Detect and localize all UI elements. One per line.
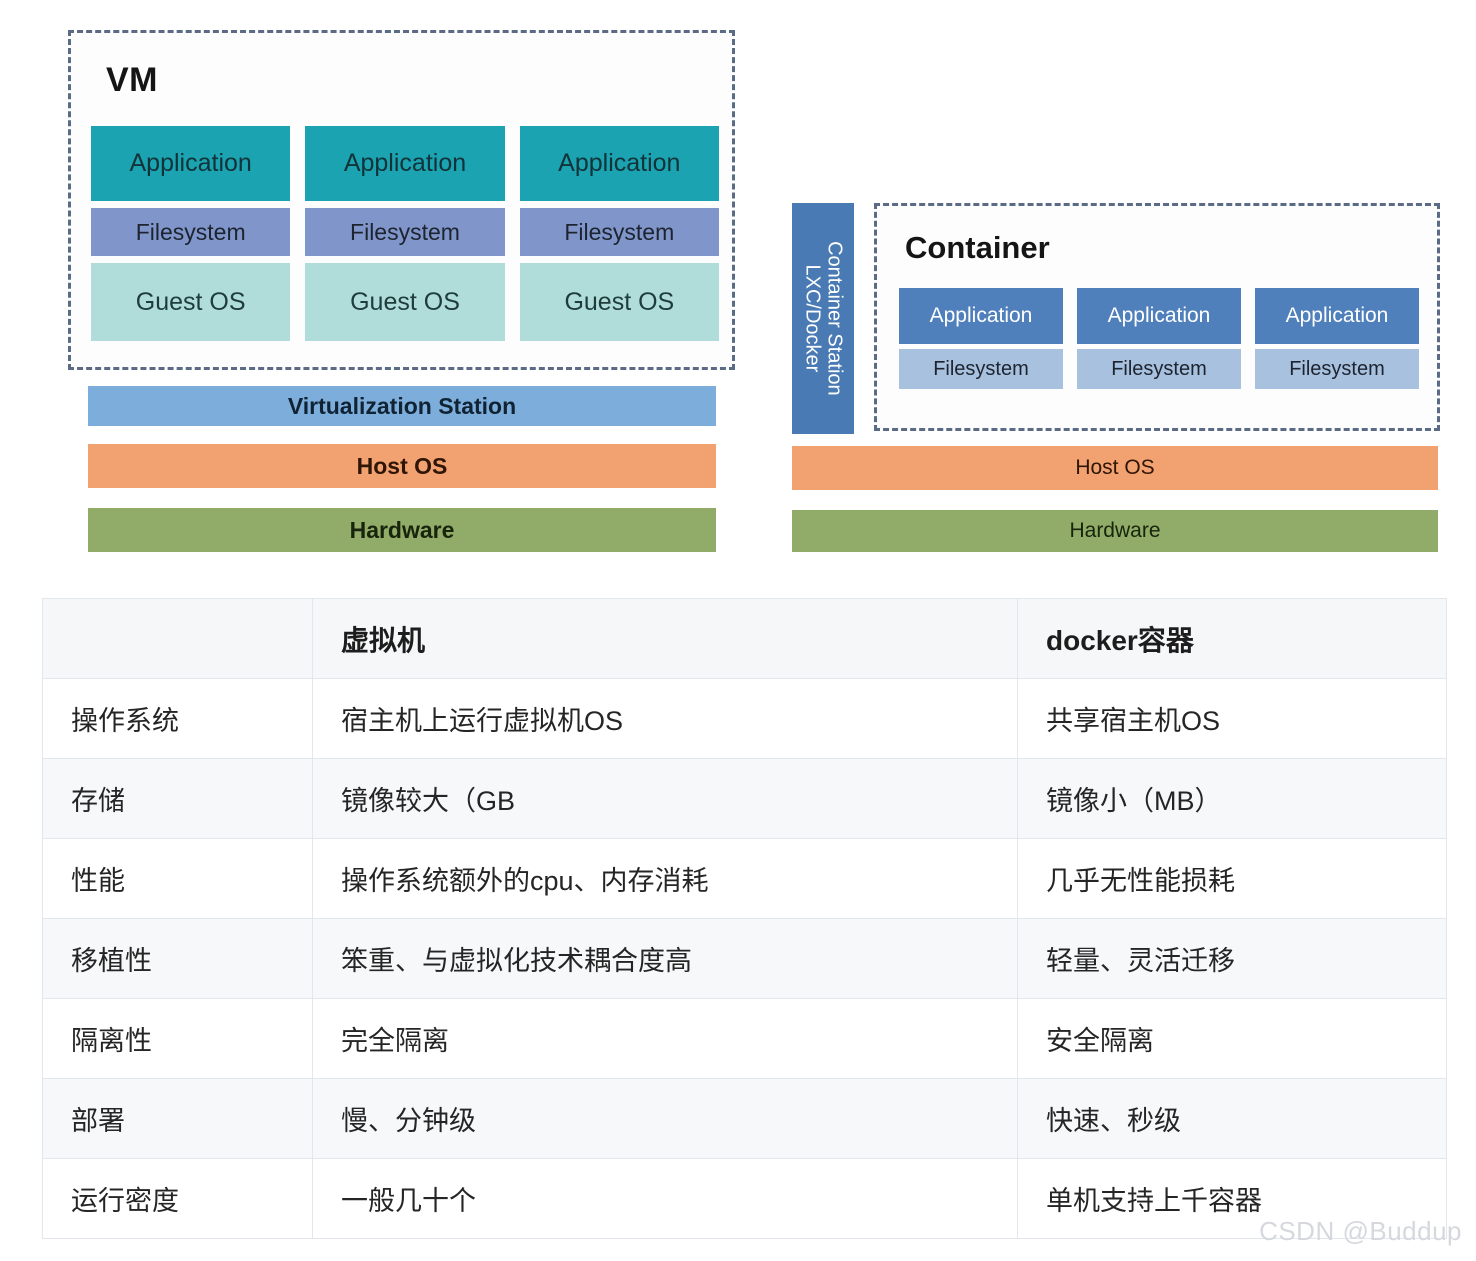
container-stack-column: Application Filesystem [899,288,1063,389]
vm-guest-os-block: Guest OS [519,263,719,341]
cell-vm: 操作系统额外的cpu、内存消耗 [312,838,1018,919]
table-row: 性能 操作系统额外的cpu、内存消耗 几乎无性能损耗 [42,838,1447,919]
cell-docker: 轻量、灵活迁移 [1017,918,1447,999]
container-station-bar: Container Station LXC/Docker [792,203,854,434]
table-row: 运行密度 一般几十个 单机支持上千容器 [42,1158,1447,1239]
vm-vs-docker-comparison-table: 虚拟机 docker容器 操作系统 宿主机上运行虚拟机OS 共享宿主机OS 存储… [42,598,1447,1239]
container-application-block: Application [1077,288,1241,344]
container-filesystem-block: Filesystem [1077,349,1241,389]
vm-filesystem-block: Filesystem [91,208,291,256]
cell-vm: 一般几十个 [312,1158,1018,1239]
cell-feature: 性能 [42,838,313,919]
container-station-label-line1: Container Station [823,241,846,396]
cell-vm: 镜像较大（GB [312,758,1018,839]
container-dashed-panel: Container Application Filesystem Applica… [874,203,1440,431]
container-station-label-line2: LXC/Docker [801,264,824,373]
cell-docker: 几乎无性能损耗 [1017,838,1447,919]
vm-application-block: Application [91,126,291,201]
container-stack-columns: Application Filesystem Application Files… [899,288,1419,389]
cell-vm: 完全隔离 [312,998,1018,1079]
table-row: 隔离性 完全隔离 安全隔离 [42,998,1447,1079]
cell-docker: 共享宿主机OS [1017,678,1447,759]
cell-feature: 部署 [42,1078,313,1159]
cell-docker: 安全隔离 [1017,998,1447,1079]
container-station-label: Container Station LXC/Docker [801,241,846,396]
table-row: 存储 镜像较大（GB 镜像小（MB） [42,758,1447,839]
architecture-diagram: VM Application Filesystem Guest OS Appli… [0,0,1476,580]
vm-guest-os-block: Guest OS [91,263,291,341]
virtualization-station-bar: Virtualization Station [88,386,716,426]
cell-feature: 移植性 [42,918,313,999]
table-header-feature [42,598,313,679]
container-stack-column: Application Filesystem [1255,288,1419,389]
cell-docker: 单机支持上千容器 [1017,1158,1447,1239]
cell-vm: 宿主机上运行虚拟机OS [312,678,1018,759]
container-filesystem-block: Filesystem [899,349,1063,389]
vm-stack-column: Application Filesystem Guest OS [91,126,291,341]
csdn-watermark: CSDN @Buddup [1259,1216,1462,1246]
vm-application-block: Application [305,126,505,201]
table-row: 部署 慢、分钟级 快速、秒级 [42,1078,1447,1159]
container-title: Container [905,230,1050,265]
cell-feature: 操作系统 [42,678,313,759]
table-row: 操作系统 宿主机上运行虚拟机OS 共享宿主机OS [42,678,1447,759]
cell-docker: 快速、秒级 [1017,1078,1447,1159]
container-host-os-bar: Host OS [792,446,1438,490]
container-filesystem-block: Filesystem [1255,349,1419,389]
vm-hardware-bar: Hardware [88,508,716,552]
vm-guest-os-block: Guest OS [305,263,505,341]
cell-feature: 存储 [42,758,313,839]
vm-stack-columns: Application Filesystem Guest OS Applicat… [91,126,719,341]
table-header-vm: 虚拟机 [312,598,1018,679]
cell-vm: 慢、分钟级 [312,1078,1018,1159]
table-header-row: 虚拟机 docker容器 [42,598,1447,679]
cell-docker: 镜像小（MB） [1017,758,1447,839]
cell-feature: 隔离性 [42,998,313,1079]
vm-filesystem-block: Filesystem [305,208,505,256]
cell-vm: 笨重、与虚拟化技术耦合度高 [312,918,1018,999]
vm-application-block: Application [519,126,719,201]
vm-dashed-panel: VM Application Filesystem Guest OS Appli… [68,30,735,370]
vm-stack-column: Application Filesystem Guest OS [305,126,505,341]
table-row: 移植性 笨重、与虚拟化技术耦合度高 轻量、灵活迁移 [42,918,1447,999]
container-application-block: Application [1255,288,1419,344]
cell-feature: 运行密度 [42,1158,313,1239]
container-application-block: Application [899,288,1063,344]
container-stack-column: Application Filesystem [1077,288,1241,389]
vm-filesystem-block: Filesystem [519,208,719,256]
container-hardware-bar: Hardware [792,510,1438,552]
vm-stack-column: Application Filesystem Guest OS [519,126,719,341]
table-header-docker: docker容器 [1017,598,1447,679]
vm-title: VM [106,61,158,99]
vm-host-os-bar: Host OS [88,444,716,488]
